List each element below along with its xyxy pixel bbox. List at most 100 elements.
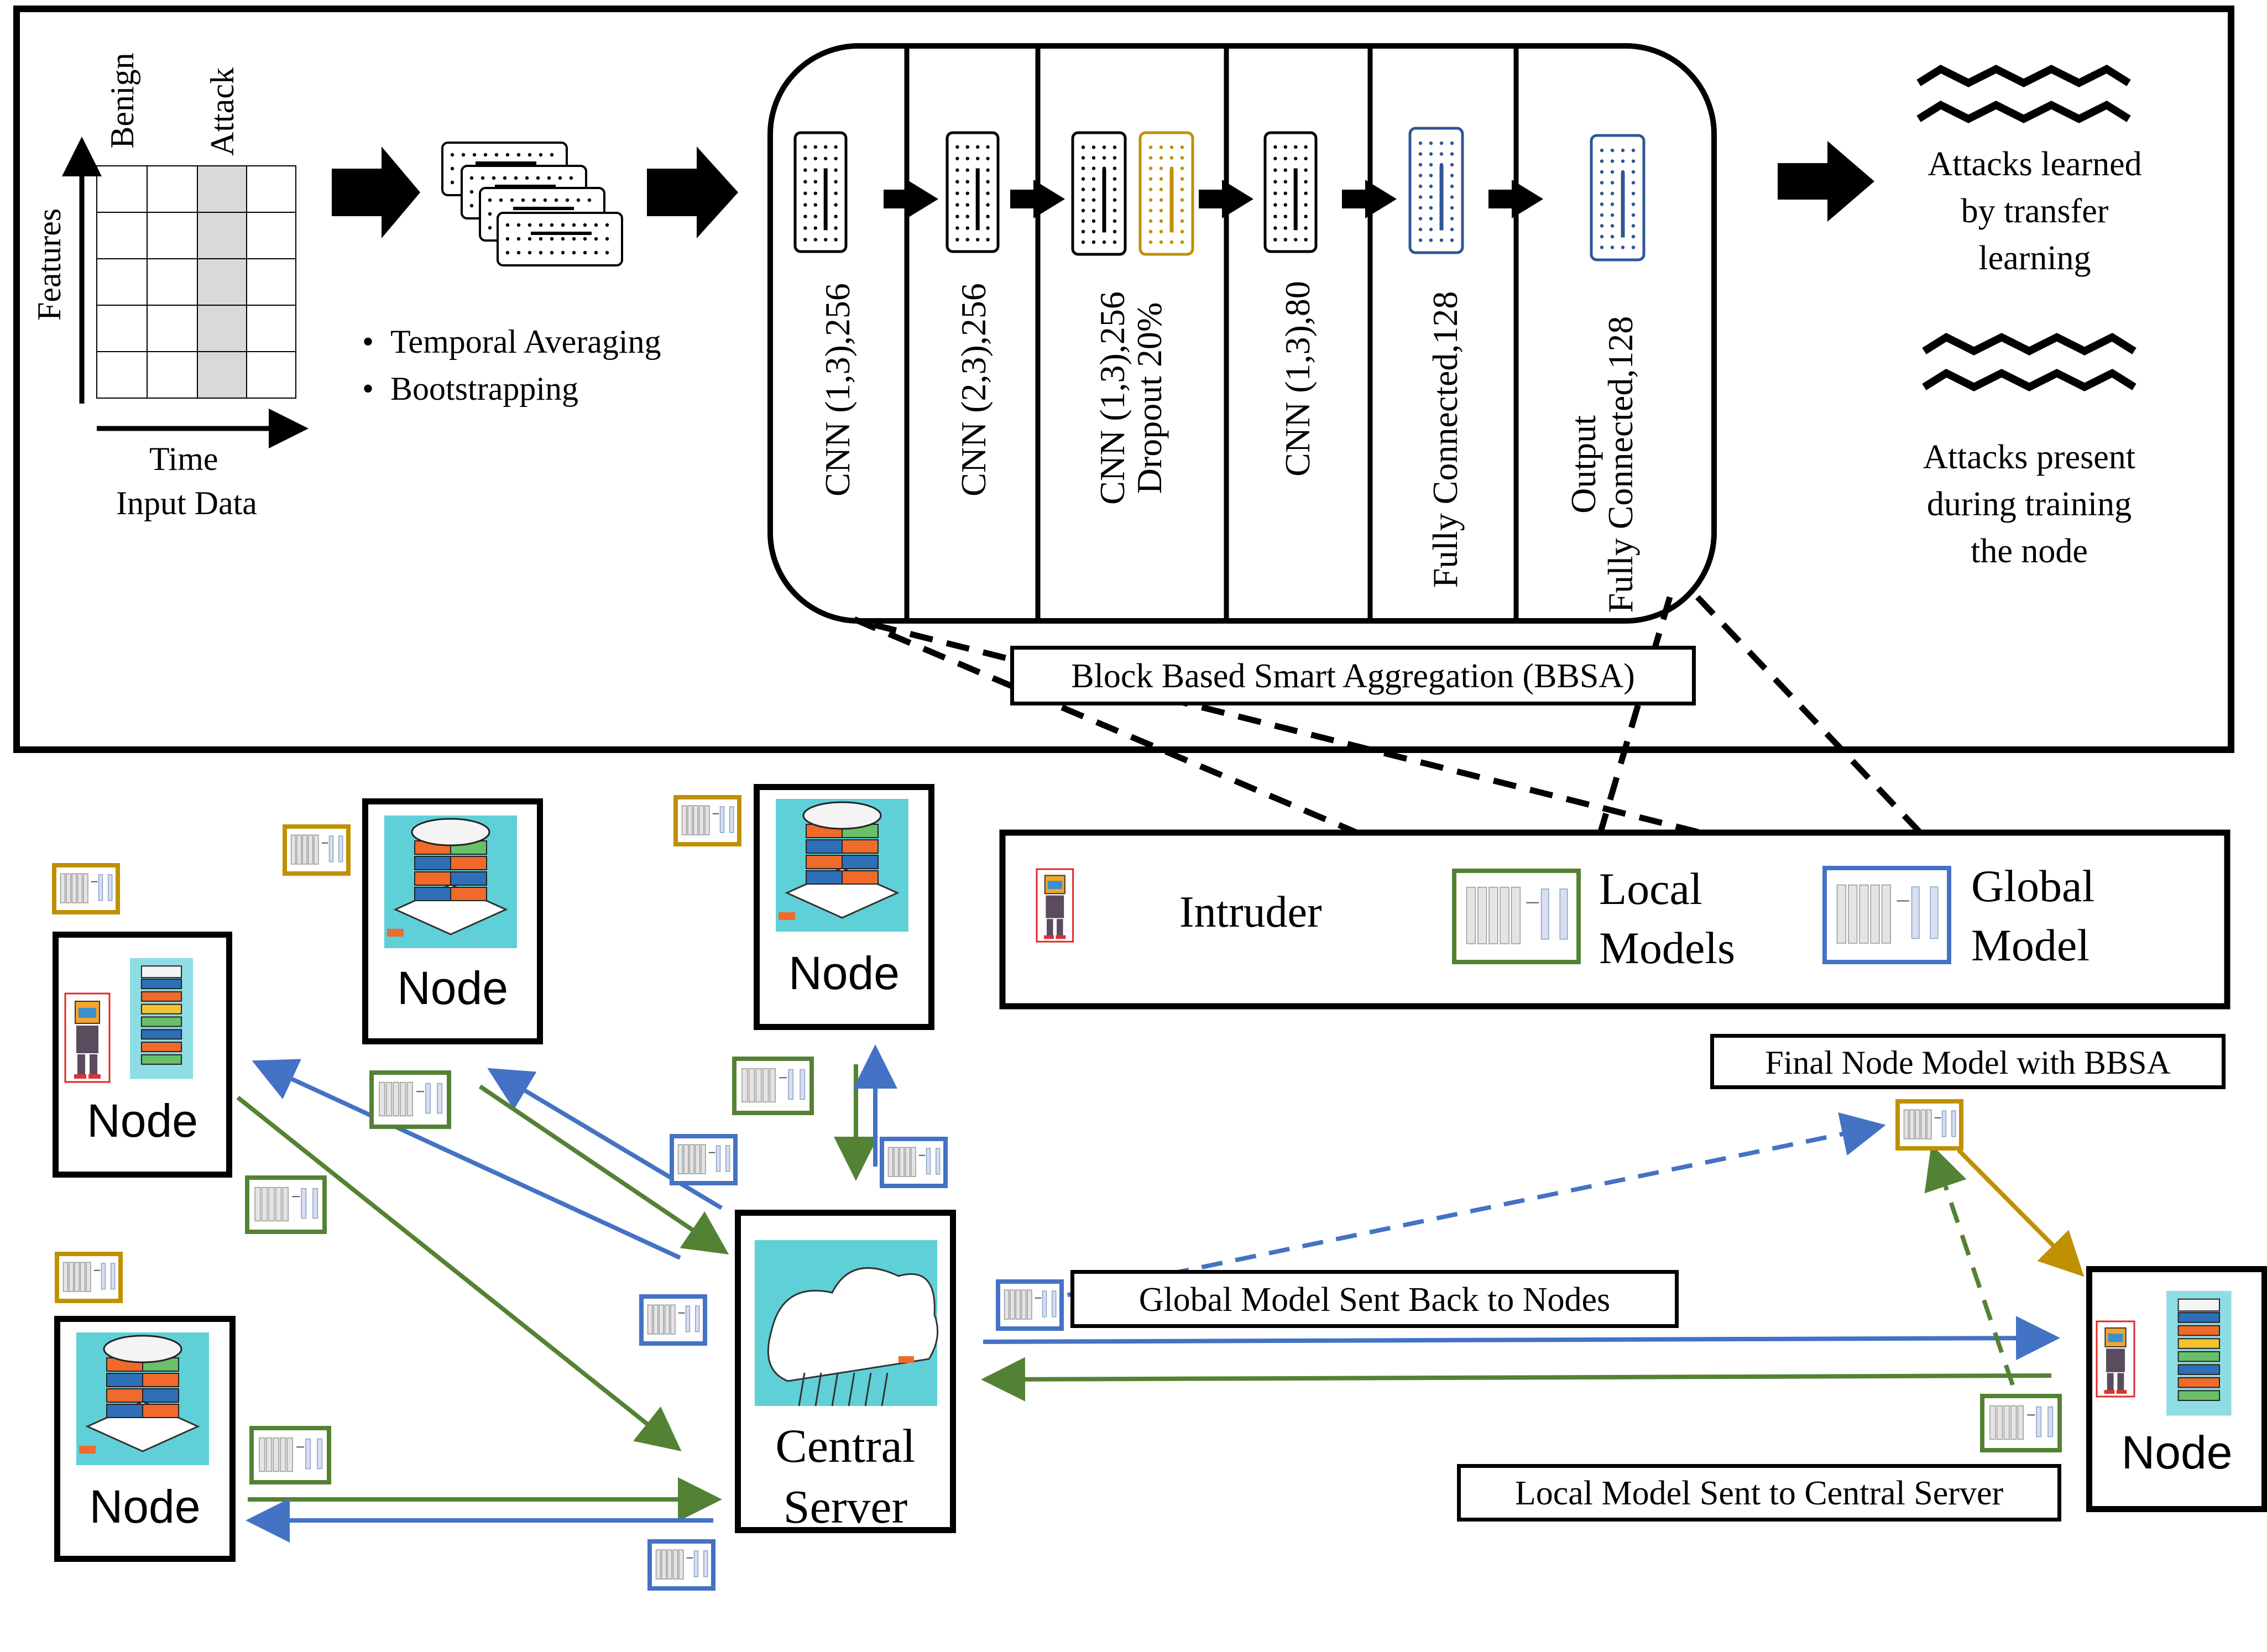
flow-arrow-2 [647,147,738,238]
legend-global-model-label: Global Model [1971,857,2094,975]
central-server-label: Central Server [735,1415,956,1537]
thumbnail-blue-5 [996,1279,1064,1331]
node-label-left-top: Node [87,1095,198,1147]
local-sent-label: Local Model Sent to Central Server [1514,1475,2004,1512]
layer-1-icon [793,131,848,253]
legend-local-line-1: Local [1599,864,1702,914]
bbsa-label-box [1010,646,1696,705]
legend-global-line-1: Global [1971,861,2095,911]
input-data-caption: Input Data [116,485,257,521]
thumbnail-blue-4 [647,1539,715,1591]
legend-global-model-thumbnail [1822,866,1951,964]
layer-1-line1: CNN (1,3),256 [818,283,857,496]
database-server-icon-mid-top [384,815,517,948]
layer-3-icon [1071,131,1127,256]
layer-2-line1: CNN (2,3),256 [954,283,993,496]
node-label-left-bottom: Node [89,1481,201,1533]
attack-column-label: Attack [204,67,241,156]
thumbnail-gold-4 [55,1252,123,1303]
global-sent-label-box [1070,1270,1679,1328]
node-box-center-top [754,784,934,1030]
transfer-line-3: learning [1978,239,2091,277]
model-thumbnails [52,795,2062,1591]
layer-6-line2: Fully Connected,128 [1601,316,1641,613]
thumbnail-green-5 [1980,1394,2062,1452]
thumbnail-green-3 [732,1057,814,1115]
bullet-temporal-averaging-text: Temporal Averaging [390,323,661,360]
cnn-model-container [767,43,1717,624]
thumbnail-gold-3 [673,795,741,846]
flow-arrows [332,141,1874,238]
features-axis-label: Features [31,208,67,321]
legend-frame [999,829,2231,1010]
cloud-server-icon [755,1240,939,1407]
thumbnail-blue-3 [639,1294,707,1346]
node-rack-icon-left-top [130,958,193,1079]
present-line-3: the node [1971,532,2088,570]
final-model-label: Final Node Model with BBSA [1765,1044,2171,1081]
legend-local-models-label: Local Models [1599,860,1735,977]
stack-matrix-4 [497,212,623,266]
layer-arrows [884,180,1543,218]
layer-6-line1: Output [1564,415,1603,514]
layer-3-dropout-icon [1138,131,1194,256]
layer-4-line1: CNN (1,3),80 [1278,281,1317,477]
layer-3-line1: CNN (1,3),256 [1093,291,1132,505]
legend-global-line-2: Model [1971,919,2090,970]
legend-intruder-icon [1036,868,1074,943]
layer-5-icon [1408,127,1464,254]
layer-5-label: Fully Connected,128 [1425,263,1465,616]
node-box-right [2086,1266,2267,1512]
bullet-bootstrapping: • Bootstrapping [362,370,579,407]
thumbnail-blue-1 [670,1134,738,1185]
cnn-dividers [904,46,1519,621]
intruder-robot-icon [64,992,111,1083]
thumbnail-gold-1 [52,863,120,914]
transfer-line-1: Attacks learned [1928,145,2142,183]
top-panel-frame [13,6,2234,753]
thumbnail-gold-final [1895,1099,1963,1151]
layer-3-line2: Dropout 20% [1130,302,1169,494]
layer-6-icon [1590,134,1646,262]
input-data-grid [62,137,309,448]
present-line-1: Attacks present [1923,438,2135,476]
time-axis-label: Time [149,441,218,477]
node-label-mid-top: Node [397,962,508,1014]
thumbnail-green-2 [245,1175,327,1234]
layer-4-label: CNN (1,3),80 [1278,213,1318,545]
layer-2-label: CNN (2,3),256 [954,224,994,556]
layer-2-icon [946,131,1000,253]
layer-4-icon [1263,131,1318,253]
node-box-left-bottom [54,1316,236,1562]
thumbnail-green-1 [369,1070,451,1129]
thumbnail-gold-2 [283,824,351,876]
database-server-icon-left-bottom [76,1332,209,1465]
present-during-training-text: Attacks present during training the node [1897,434,2162,575]
wavy-lines [1916,64,2137,391]
node-box-left-top [53,932,232,1178]
layer-5-line1: Fully Connected,128 [1425,291,1465,588]
transfer-line-2: by transfer [1961,192,2109,230]
central-server-box [735,1210,956,1533]
node-rack-icon-right [2166,1291,2232,1416]
present-line-2: during training [1926,485,2132,523]
thumbnail-green-4 [249,1426,331,1484]
legend-intruder-label: Intruder [1179,888,1322,937]
legend-local-model-thumbnail [1452,869,1581,964]
thumbnail-blue-2 [880,1137,948,1188]
bullet-temporal-averaging: • Temporal Averaging [362,323,661,360]
legend-local-line-2: Models [1599,922,1735,973]
bullet-bootstrapping-text: Bootstrapping [390,370,579,407]
flow-arrow-3 [1778,141,1874,222]
server-label-line-2: Server [783,1480,908,1534]
entity-icons [64,799,2232,1465]
local-sent-label-box [1457,1464,2061,1522]
node-box-mid-top [362,798,543,1044]
intruder-robot-icon-right [2096,1320,2135,1398]
flow-arrow-1 [332,147,420,238]
final-model-label-box [1710,1034,2226,1089]
global-sent-label: Global Model Sent Back to Nodes [1138,1281,1611,1319]
